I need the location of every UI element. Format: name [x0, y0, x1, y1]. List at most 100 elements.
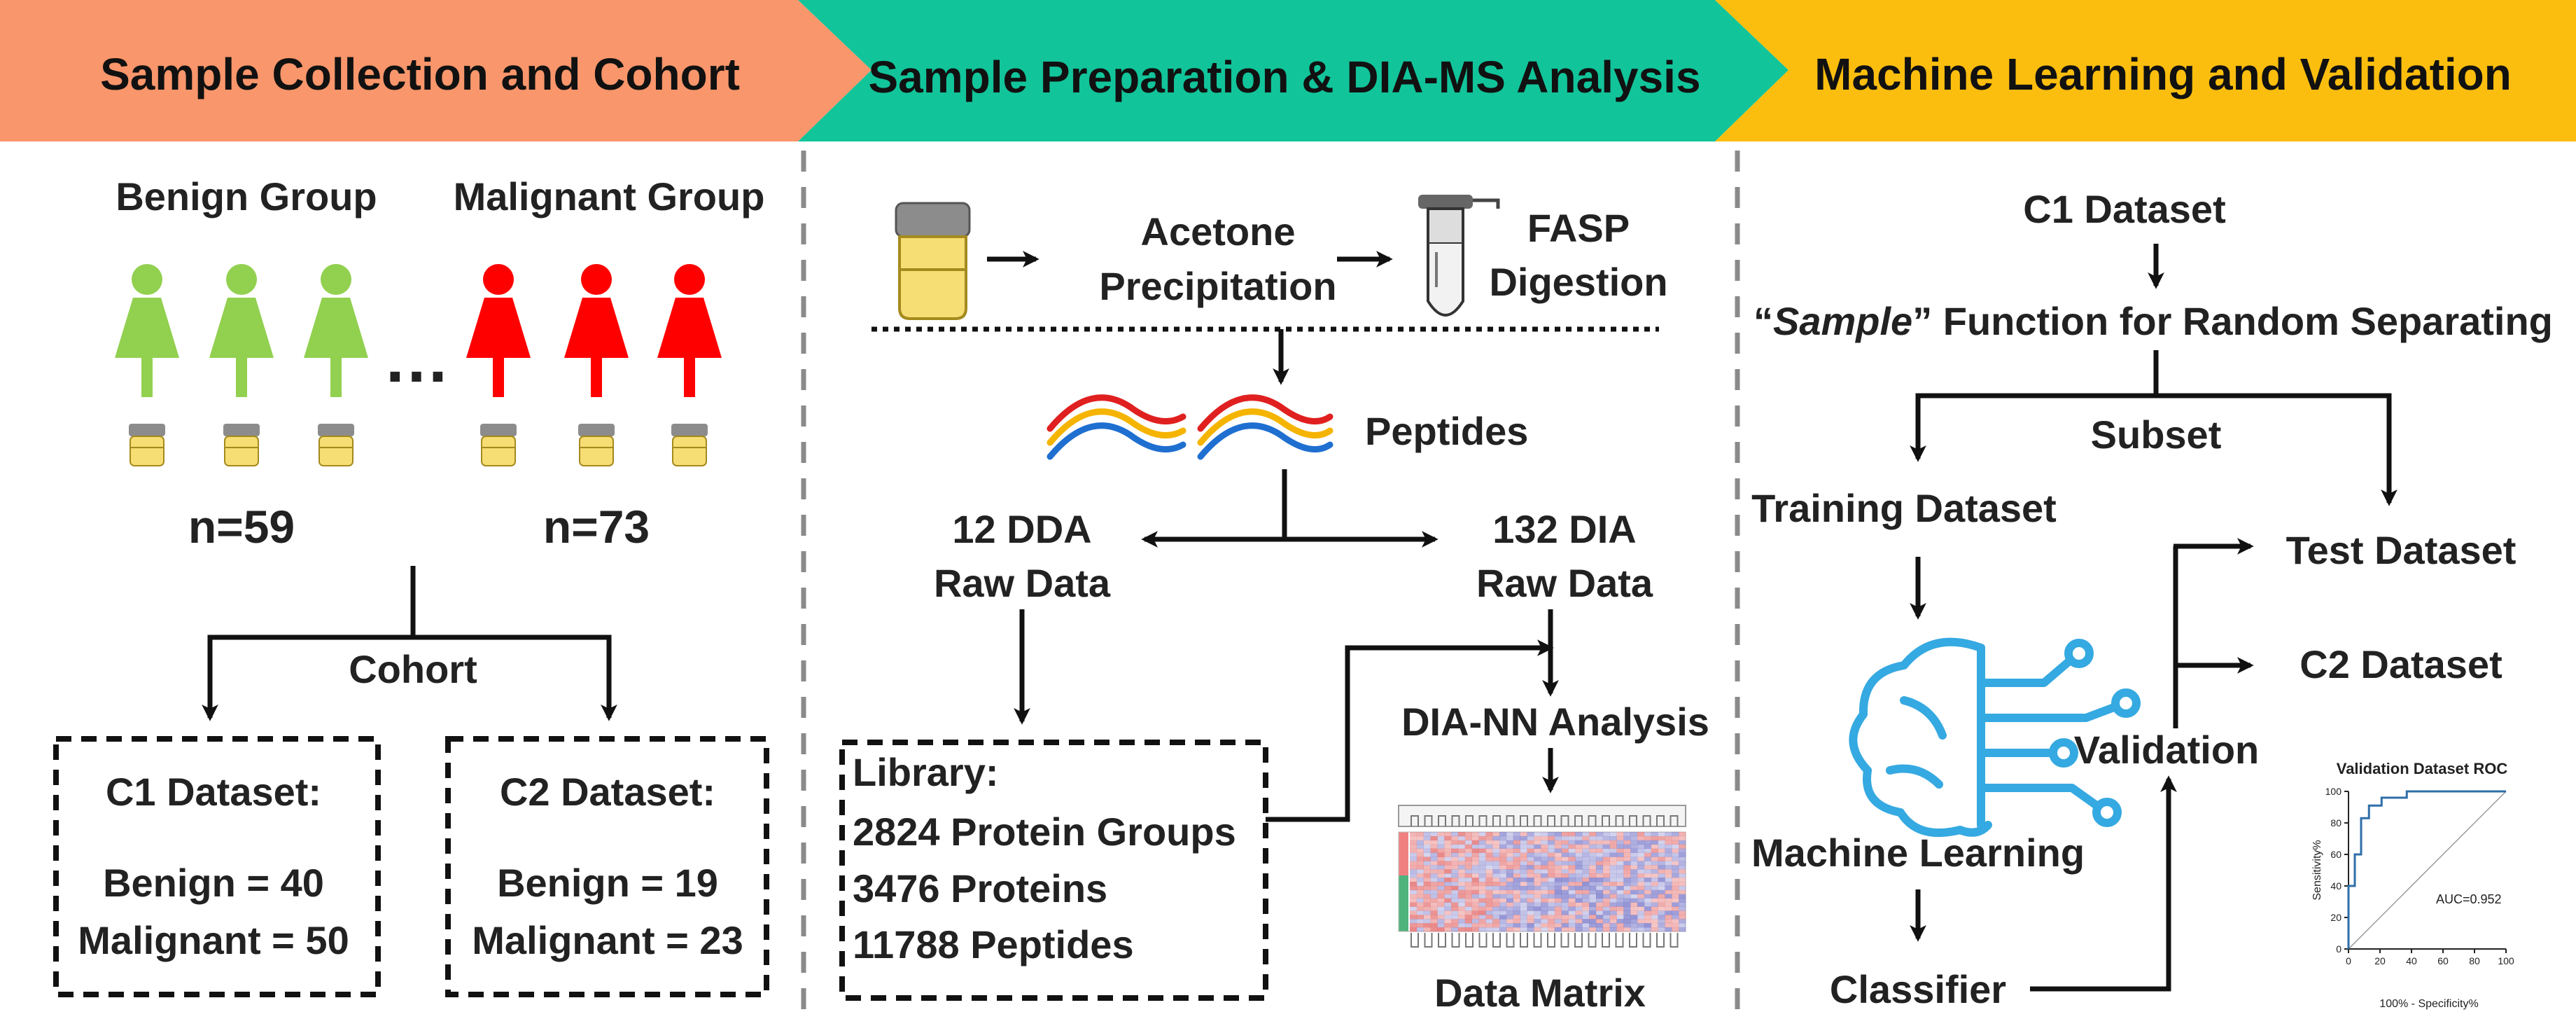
heatmap-cell [1485, 915, 1493, 920]
heatmap-cell [1582, 869, 1590, 874]
heatmap-cell [1499, 902, 1507, 907]
heatmap-cell [1430, 857, 1438, 861]
heatmap-cell [1506, 915, 1514, 920]
heatmap-cell [1609, 894, 1617, 899]
heatmap-cell [1485, 898, 1493, 903]
heatmap-cell [1595, 923, 1604, 928]
heatmap-cell [1541, 865, 1548, 870]
heatmap-cell [1561, 915, 1569, 920]
acetone-label-line1: Acetone [1141, 209, 1296, 254]
heatmap-cell [1575, 882, 1583, 887]
heatmap-cell [1506, 923, 1514, 928]
heatmap-cell [1665, 873, 1672, 878]
heatmap-cell [1416, 857, 1424, 861]
heatmap-cell [1485, 861, 1493, 866]
heatmap-cell [1679, 927, 1686, 932]
heatmap-cell [1416, 852, 1424, 857]
heatmap-cell [1554, 885, 1562, 891]
heatmap-cell [1630, 836, 1638, 841]
heatmap-cell [1582, 927, 1590, 932]
heatmap-cell [1444, 844, 1452, 849]
heatmap-cell [1527, 873, 1534, 878]
heatmap-cell [1637, 865, 1645, 870]
heatmap-cell [1623, 878, 1631, 882]
heatmap-cell [1527, 889, 1534, 895]
vial-icon [128, 423, 166, 466]
heatmap-cell [1430, 852, 1438, 857]
heatmap-cell [1513, 873, 1520, 878]
heatmap-cell [1541, 878, 1548, 882]
heatmap-cell [1464, 927, 1472, 932]
heatmap-cell [1437, 840, 1445, 845]
heatmap-cell [1430, 915, 1438, 920]
heatmap-cell [1595, 889, 1604, 895]
heatmap-cell [1485, 836, 1493, 841]
heatmap-cell [1568, 885, 1576, 891]
heatmap-cell [1630, 885, 1638, 891]
heatmap-cell [1651, 840, 1658, 845]
header-section-ml [1715, 0, 2576, 141]
dia-label-line2: Raw Data [1476, 561, 1653, 605]
heatmap-cell [1457, 873, 1466, 878]
heatmap-cell [1499, 840, 1507, 845]
heatmap-cell [1651, 885, 1658, 891]
heatmap-cell [1457, 861, 1466, 866]
heatmap-cell [1616, 832, 1624, 837]
heatmap-cell [1651, 915, 1658, 920]
heatmap-cell [1506, 832, 1514, 837]
heatmap-cell [1457, 832, 1466, 837]
heatmap-cell [1616, 885, 1624, 891]
heatmap-cell [1534, 923, 1541, 928]
heatmap-cell [1478, 894, 1486, 899]
heatmap-cell [1437, 910, 1445, 915]
vial-icon [578, 423, 615, 466]
heatmap-cell [1679, 902, 1686, 907]
heatmap-cell [1658, 857, 1665, 861]
heatmap-cell [1541, 898, 1548, 903]
heatmap-cell [1561, 889, 1569, 895]
heatmap-cell [1430, 889, 1438, 895]
heatmap-cell [1520, 844, 1527, 849]
heatmap-cell [1520, 902, 1527, 907]
heatmap-cell [1423, 885, 1431, 891]
heatmap-cell [1534, 915, 1541, 920]
heatmap-cell [1437, 915, 1445, 920]
roc-x-axis-label: 100% - Specificity% [2379, 998, 2478, 1010]
classifier-label: Classifier [1830, 967, 2006, 1011]
heatmap-cell [1416, 927, 1424, 932]
heatmap-cell [1444, 906, 1452, 911]
heatmap-cell [1437, 894, 1445, 899]
heatmap-cell [1499, 844, 1507, 849]
heatmap-cell [1658, 869, 1665, 874]
heatmap-cell [1582, 836, 1590, 841]
heatmap-cell [1410, 894, 1418, 899]
heatmap-cell [1665, 836, 1672, 841]
heatmap-cell [1672, 902, 1679, 907]
heatmap-cell [1471, 840, 1479, 845]
heatmap-cell [1499, 915, 1507, 920]
heatmap-cell [1589, 889, 1597, 895]
heatmap-cell [1520, 848, 1527, 853]
heatmap-cell [1541, 873, 1548, 878]
heatmap-cell [1658, 889, 1665, 895]
heatmap-cell [1589, 832, 1597, 837]
heatmap-cell [1471, 836, 1479, 841]
heatmap-cell [1437, 865, 1445, 870]
heatmap-cell [1437, 852, 1445, 857]
heatmap-cell [1451, 857, 1459, 861]
heatmap-cell [1658, 882, 1665, 887]
heatmap-cell [1437, 857, 1445, 861]
heatmap-cell [1492, 836, 1500, 841]
heatmap-cell [1644, 844, 1652, 849]
heatmap-cell [1423, 910, 1431, 915]
heatmap-cell [1575, 878, 1583, 882]
heatmap-cell [1492, 910, 1500, 915]
heatmap-cell [1541, 840, 1548, 845]
dendrogram-branch [1424, 933, 1433, 948]
heatmap-cell [1410, 882, 1418, 887]
heatmap-cell [1513, 927, 1520, 932]
dendrogram-branch [1615, 933, 1624, 948]
heatmap-cell [1568, 894, 1576, 899]
heatmap-cell [1665, 878, 1672, 882]
heatmap-cell [1506, 848, 1514, 853]
